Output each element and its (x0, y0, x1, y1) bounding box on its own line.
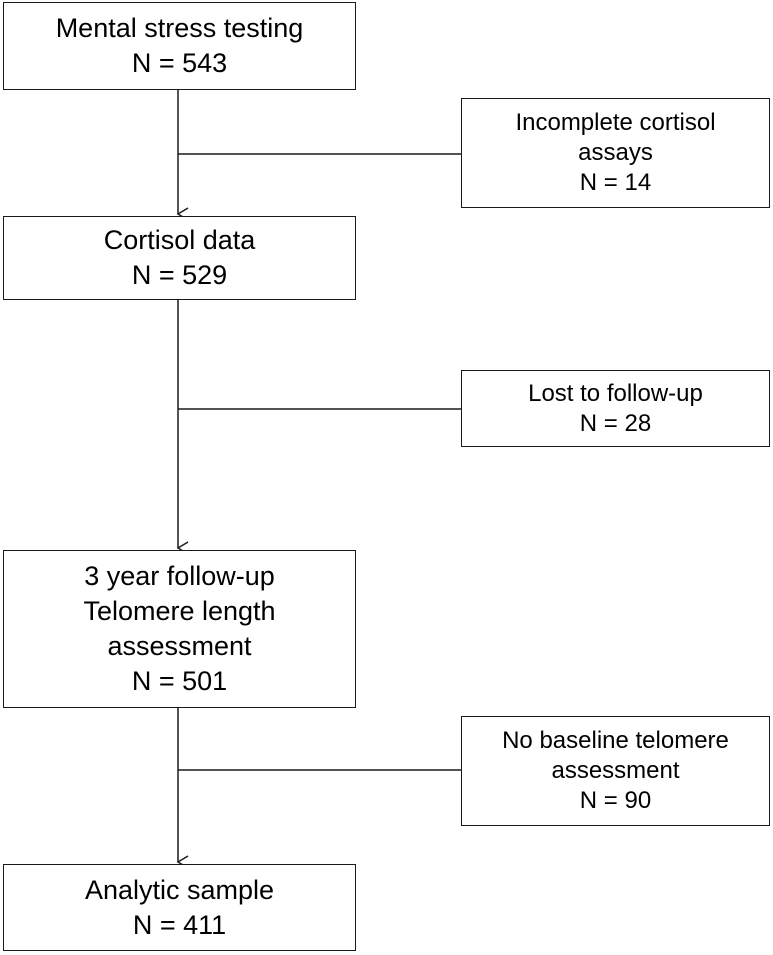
box-line: Cortisol data (103, 225, 256, 255)
box-count: N = 14 (579, 169, 652, 196)
box-line: Analytic sample (84, 874, 275, 905)
box-mental-stress-testing: Mental stress testing N = 543 (3, 2, 356, 90)
box-line: Lost to follow-up (528, 379, 703, 407)
box-line: Incomplete cortisol (515, 109, 716, 136)
box-count: N = 501 (131, 666, 228, 696)
box-cortisol-data: Cortisol data N = 529 (3, 216, 356, 300)
box-count: N = 543 (131, 48, 228, 78)
box-line: assessment (107, 631, 252, 661)
box-analytic-sample: Analytic sample N = 411 (3, 864, 356, 951)
box-line: assays (578, 139, 653, 166)
box-count: N = 411 (132, 909, 227, 940)
box-lost-to-follow-up: Lost to follow-up N = 28 (461, 370, 770, 447)
box-no-baseline-telomere: No baseline telomere assessment N = 90 (461, 716, 770, 826)
box-line: assessment (551, 757, 680, 784)
box-line: Mental stress testing (55, 13, 304, 43)
box-incomplete-cortisol-assays: Incomplete cortisol assays N = 14 (461, 98, 770, 208)
box-count: N = 529 (131, 260, 228, 290)
box-line: No baseline telomere (502, 727, 729, 754)
box-line: 3 year follow-up (84, 561, 275, 591)
box-line: Telomere length (83, 596, 276, 626)
box-count: N = 28 (579, 409, 652, 437)
box-count: N = 90 (579, 787, 652, 814)
box-follow-up-telomere-assessment: 3 year follow-up Telomere length assessm… (3, 550, 356, 708)
